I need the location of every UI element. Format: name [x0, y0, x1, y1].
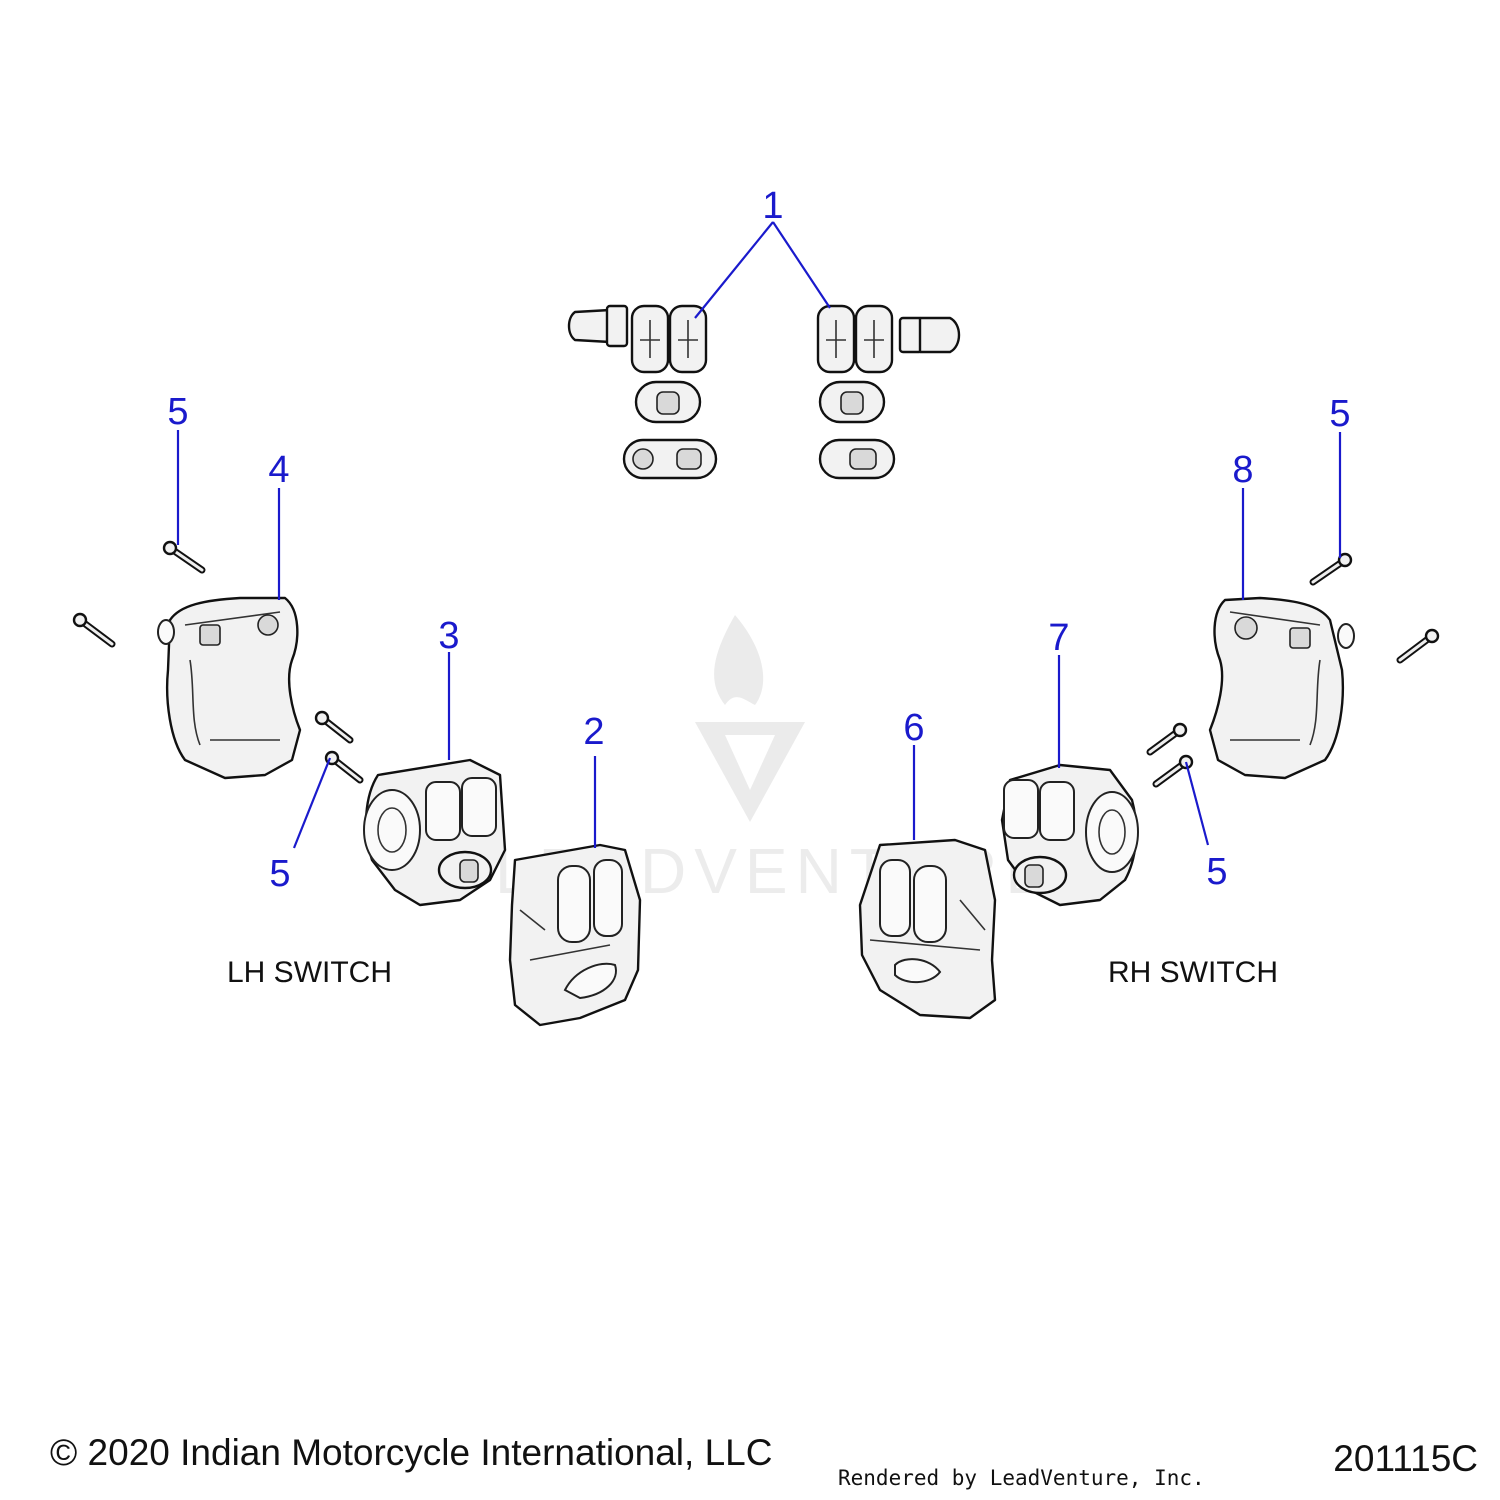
callout-5-rh-top: 5 — [1329, 393, 1350, 435]
callout-5-lh-top: 5 — [167, 391, 188, 433]
screw-rh-right — [1396, 628, 1440, 664]
screw-lh-mid-1 — [314, 710, 354, 744]
rendered-by-credit: Rendered by LeadVenture, Inc. — [838, 1466, 1205, 1490]
lh-switch-label: LH SWITCH — [227, 956, 392, 989]
callout-6: 6 — [903, 707, 924, 749]
callout-numbers: 1 5 4 3 2 5 6 7 8 5 5 — [167, 185, 1350, 895]
item-2-lh-lower-cover — [508, 843, 642, 1027]
screw-lh-left — [72, 612, 116, 648]
item-6-rh-lower-cover — [858, 838, 997, 1020]
screw-rh-mid-2 — [1152, 754, 1194, 788]
drawing-number: 201115C — [1333, 1438, 1478, 1479]
callout-8: 8 — [1232, 449, 1253, 491]
item-3-lh-switch-body — [363, 758, 507, 907]
screw-rh-top — [1309, 552, 1353, 586]
copyright-notice: © 2020 Indian Motorcycle International, … — [50, 1432, 773, 1473]
screw-lh-top — [162, 540, 206, 574]
leader-lines — [176, 221, 1342, 849]
screw-rh-mid-1 — [1146, 722, 1188, 756]
item-4-lh-upper-housing — [157, 596, 302, 780]
callout-7: 7 — [1048, 617, 1069, 659]
item-5-screws — [72, 540, 1440, 788]
callout-4: 4 — [268, 449, 289, 491]
item-7-rh-switch-body — [1000, 763, 1139, 907]
item-8-rh-upper-housing — [1208, 596, 1355, 780]
callout-5-lh-bottom: 5 — [269, 853, 290, 895]
rh-switch-label: RH SWITCH — [1108, 956, 1278, 989]
callout-2: 2 — [583, 711, 604, 753]
callout-3: 3 — [438, 615, 459, 657]
callout-1: 1 — [762, 185, 783, 227]
screw-lh-mid-2 — [324, 750, 364, 784]
callout-5-rh-bottom: 5 — [1206, 851, 1227, 893]
item-1-switch-buttons — [567, 304, 961, 480]
